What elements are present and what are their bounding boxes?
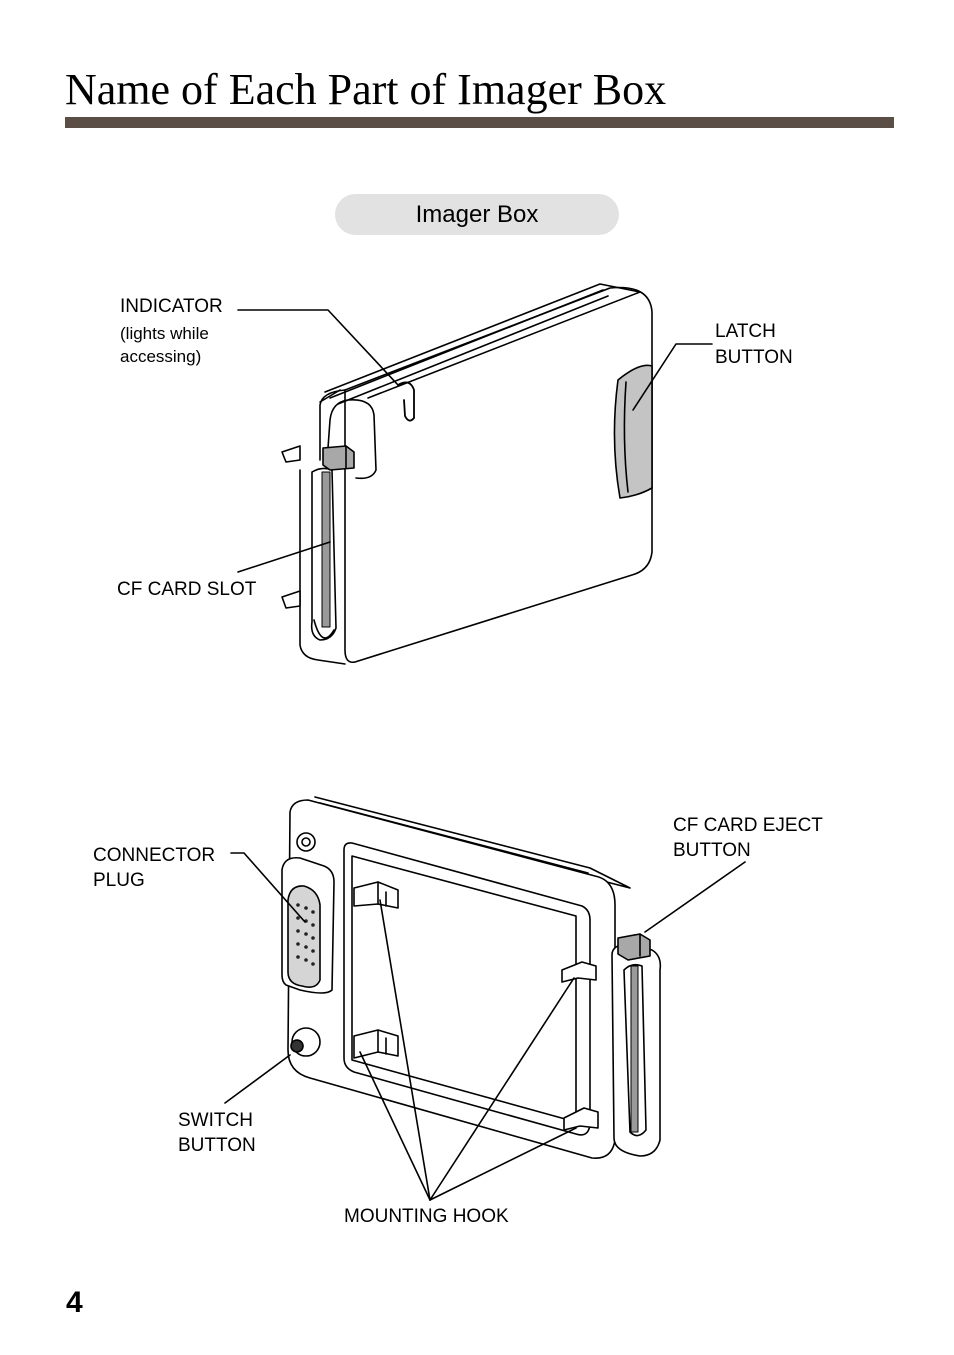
connector-plug-icon [287, 885, 321, 988]
switch-button-label-line-1: SWITCH [178, 1110, 253, 1131]
cf-card-eject-label-line-1: CF CARD EJECT [673, 815, 823, 836]
eject-knob-icon [322, 445, 355, 471]
indicator-icon [397, 381, 415, 422]
screw-hole-icon [296, 832, 316, 852]
mount-tab-upper [281, 445, 301, 463]
cf-card-eject-button-icon [617, 933, 651, 961]
connector-plug-label-line-1: CONNECTOR [93, 845, 216, 866]
section-pill: Imager Box [335, 194, 619, 235]
mount-tab-lower [281, 590, 301, 609]
latch-button-icon [613, 364, 653, 499]
page-number: 4 [66, 1286, 83, 1319]
imager-box-front-illustration [237, 283, 713, 665]
switch-button-icon [290, 1039, 304, 1053]
indicator-note-line-1: (lights while [120, 324, 209, 343]
top-box-body [344, 286, 653, 664]
page-title: Name of Each Part of Imager Box [65, 65, 667, 114]
title-rule [65, 117, 894, 128]
mounting-hook-right-lower [563, 1107, 599, 1131]
latch-label-line-1: LATCH [715, 321, 776, 342]
switch-button-label-line-2: BUTTON [178, 1135, 256, 1156]
mounting-hook-label: MOUNTING HOOK [344, 1206, 509, 1227]
connector-pins [296, 903, 315, 966]
imager-box-rear-illustration [224, 796, 746, 1201]
mounting-hook-right-upper [561, 961, 597, 983]
cf-card-eject-label-line-2: BUTTON [673, 840, 751, 861]
cf-card-slot-label: CF CARD SLOT [117, 579, 257, 600]
connector-plug-label-line-2: PLUG [93, 870, 145, 891]
top-box-top-edge [324, 283, 641, 399]
latch-label-line-2: BUTTON [715, 347, 793, 368]
indicator-label: INDICATOR [120, 296, 223, 317]
indicator-note-line-2: accessing) [120, 347, 202, 366]
